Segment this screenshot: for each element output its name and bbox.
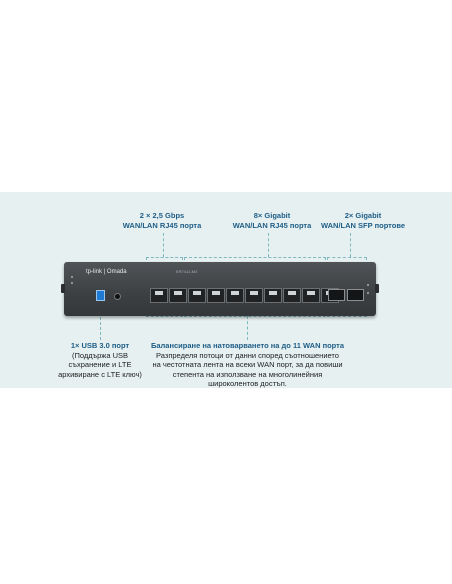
callout-desc-line: (Поддържа USB — [71, 350, 129, 360]
sfp-port — [347, 289, 364, 301]
rj45-2-5g-port — [150, 288, 168, 303]
rj45-1g-port — [188, 288, 206, 303]
leader-sfp — [350, 233, 351, 257]
callout-subtitle: WAN/LAN RJ45 порта — [122, 220, 202, 230]
usb-port — [96, 290, 105, 301]
callout-title: Балансиране на натоварването на до 11 WA… — [150, 341, 345, 350]
leader-usb — [100, 302, 101, 340]
callout-desc-line: степента на използване на многолинейния — [172, 369, 323, 379]
rj45-1g-port — [226, 288, 244, 303]
callout-desc-line: на честотната лента на всеки WAN порт, з… — [152, 360, 343, 369]
callout-2-5g-ports: 2 × 2,5 Gbps WAN/LAN RJ45 порта — [112, 211, 212, 230]
callout-sfp-ports: 2× Gigabit WAN/LAN SFP портове — [308, 211, 418, 230]
rj45-1g-port — [302, 288, 320, 303]
callout-subtitle: WAN/LAN RJ45 порта — [232, 220, 312, 230]
rack-ear-left — [61, 284, 65, 293]
leader-load-balance — [247, 316, 248, 340]
callout-title: 2× Gigabit — [344, 211, 382, 220]
router-device: tp-link | Omada ER7412-M2 — [61, 262, 379, 316]
status-led — [367, 292, 369, 294]
status-led — [367, 284, 369, 286]
callout-desc-line: широколентов достъп. — [208, 379, 287, 388]
callout-usb: 1× USB 3.0 порт (Поддържа USB съхранение… — [55, 341, 145, 379]
callout-subtitle: WAN/LAN SFP портове — [320, 220, 406, 230]
power-led — [71, 276, 73, 278]
callout-title: 1× USB 3.0 порт — [70, 341, 130, 350]
leader-1g — [268, 233, 269, 257]
rj45-1g-port — [245, 288, 263, 303]
rj45-1g-port — [264, 288, 282, 303]
rj45-1g-port — [283, 288, 301, 303]
callout-title: 2 × 2,5 Gbps — [139, 211, 185, 220]
callout-1g-ports: 8× Gigabit WAN/LAN RJ45 порта — [222, 211, 322, 230]
callout-load-balancing: Балансиране на натоварването на до 11 WA… — [140, 341, 355, 389]
rack-ear-right — [375, 284, 379, 293]
brand-logo: tp-link | Omada — [86, 269, 127, 275]
callout-desc-line: Разпределя потоци от данни според съотно… — [156, 350, 339, 360]
callout-title: 8× Gigabit — [253, 211, 291, 220]
callout-desc-line: архивиране с LTE ключ) — [58, 369, 142, 379]
rj45-2-5g-port — [169, 288, 187, 303]
sys-led — [71, 282, 73, 284]
reset-button — [114, 293, 121, 300]
leader-2-5g — [163, 233, 164, 257]
rj45-1g-port — [207, 288, 225, 303]
sfp-port — [328, 289, 345, 301]
model-label: ER7412-M2 — [176, 269, 198, 274]
callout-desc-line: съхранение и LTE — [68, 360, 132, 369]
